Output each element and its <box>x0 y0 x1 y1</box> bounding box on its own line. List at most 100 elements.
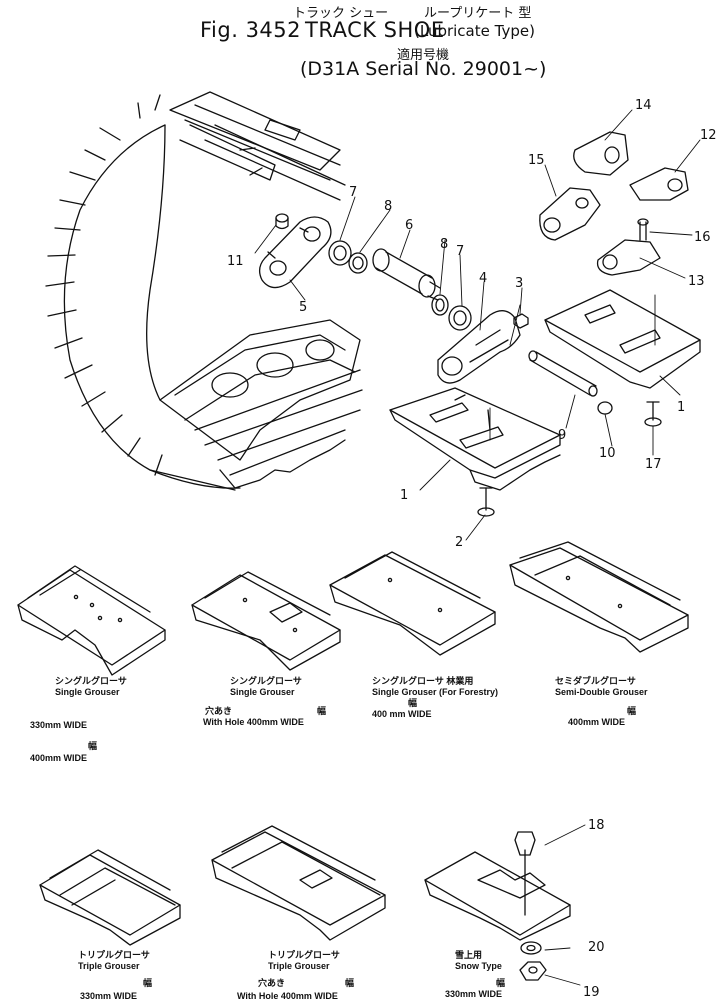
caption-width: 330mm WIDE <box>445 989 503 999</box>
callout-6: 6 <box>405 218 414 233</box>
callout-1-center: 1 <box>400 488 409 503</box>
part-9-pin <box>528 350 598 397</box>
callout-15: 15 <box>528 153 545 168</box>
caption-triple: トリプルグローサ Triple Grouser <box>78 950 150 972</box>
callout-7-left: 7 <box>349 185 358 200</box>
caption-semi-double: セミダブルグローサ Semi-Double Grouser <box>555 676 648 698</box>
callout-8-left: 8 <box>384 199 393 214</box>
shoe-triple-grouser <box>39 849 181 946</box>
caption-jp: 雪上用 <box>455 950 483 960</box>
caption-en: Single Grouser <box>230 687 295 697</box>
caption-width-jp: 幅 <box>627 706 637 716</box>
callout-14: 14 <box>635 98 652 113</box>
callout-13: 13 <box>688 274 705 289</box>
part-8-ring-left <box>348 252 368 274</box>
applicable-serial: (D31A Serial No. 29001~) <box>300 58 547 80</box>
callout-16: 16 <box>694 230 711 245</box>
callout-7-right: 7 <box>456 244 465 259</box>
caption-width-jp: 幅 <box>143 978 153 988</box>
part-16-bolt <box>637 218 649 241</box>
caption-triple-hole: トリプルグローサ Triple Grouser <box>268 950 340 972</box>
callout-10: 10 <box>599 446 616 461</box>
callout-12: 12 <box>700 128 717 143</box>
caption-width: 400 mm WIDE <box>372 709 432 719</box>
shoe-single-grouser <box>17 565 166 676</box>
caption-en: Semi-Double Grouser <box>555 687 648 697</box>
part-1-shoe-center <box>389 387 561 491</box>
caption-hole-jp: 穴あき <box>205 706 233 716</box>
caption-single-grouser: シングルグローサ Single Grouser <box>55 676 127 698</box>
caption-single-grouser-hole: シングルグローサ Single Grouser <box>230 676 302 698</box>
caption-en: Triple Grouser <box>268 961 330 971</box>
callout-2: 2 <box>455 535 464 550</box>
title-jp: トラック シュー <box>293 6 389 21</box>
callout-4: 4 <box>479 271 488 286</box>
caption-width: With Hole 400mm WIDE <box>237 991 338 1001</box>
caption-en: Snow Type <box>455 961 502 971</box>
caption-jp: シングルグローサ <box>230 676 302 686</box>
callout-8-right: 8 <box>440 237 449 252</box>
shoe-triple-grouser-with-hole <box>211 825 386 941</box>
caption-width-jp: 幅 <box>317 706 327 716</box>
callout-20: 20 <box>588 940 605 955</box>
caption-width: 330mm WIDE <box>80 991 138 1001</box>
caption-width-jp: 幅 <box>408 698 418 708</box>
type-en: (Lubricate Type) <box>414 22 535 40</box>
caption-forestry: シングルグローサ 林業用 Single Grouser (For Forestr… <box>372 676 498 698</box>
caption-snow: 雪上用 Snow Type <box>455 950 502 972</box>
part-3-nut <box>513 313 529 329</box>
type-jp: ループリケート 型 <box>424 6 532 21</box>
callout-18: 18 <box>588 818 605 833</box>
part-13-master-link <box>596 239 661 276</box>
callout-1-right: 1 <box>677 400 686 415</box>
part-19-nut <box>519 961 547 981</box>
part-17-bolt <box>644 401 662 427</box>
part-4-link <box>437 310 521 384</box>
callout-19: 19 <box>583 985 600 1000</box>
caption-width-jp: 幅 <box>496 978 506 988</box>
part-15-master-link <box>539 187 601 241</box>
fig-number: Fig. 3452 <box>200 18 302 42</box>
part-6-bushing <box>372 248 441 301</box>
caption-en: Single Grouser <box>55 687 120 697</box>
caption-jp: セミダブルグローサ <box>555 676 636 686</box>
caption-width-400: 400mm WIDE <box>30 753 88 763</box>
caption-hole-jp: 穴あき <box>258 978 286 988</box>
part-8-ring-right <box>431 294 449 316</box>
part-12-master-link <box>629 167 689 201</box>
callout-11: 11 <box>227 254 244 269</box>
shoe-snow-type <box>424 851 571 941</box>
caption-jp: シングルグローサ <box>55 676 127 686</box>
part-2-bolt <box>477 487 495 517</box>
caption-width-330: 330mm WIDE <box>30 720 88 730</box>
part-14-master-link <box>573 131 629 176</box>
part-7-seal-right <box>448 305 472 331</box>
caption-width-jp: 幅 <box>88 741 98 751</box>
caption-jp: トリプルグローサ <box>268 950 340 960</box>
caption-width: With Hole 400mm WIDE <box>203 717 304 727</box>
applic-jp: 適用号機 <box>397 48 450 63</box>
shoe-semi-double-grouser <box>509 541 689 653</box>
shoe-single-grouser-with-hole <box>191 571 341 671</box>
caption-jp: トリプルグローサ <box>78 950 150 960</box>
caption-en: Triple Grouser <box>78 961 140 971</box>
part-20-washer <box>520 941 542 955</box>
part-18-bolt <box>514 831 536 916</box>
part-5-link <box>258 216 332 289</box>
part-1-shoe-right <box>544 289 701 389</box>
track-assembly <box>45 91 363 491</box>
part-7-seal-left <box>328 240 352 266</box>
caption-en: Single Grouser (For Forestry) <box>372 687 499 697</box>
caption-width: 400mm WIDE <box>568 717 626 727</box>
leader-lines <box>254 109 701 986</box>
callout-17: 17 <box>645 457 662 472</box>
shoe-single-grouser-forestry <box>329 551 496 656</box>
callout-3: 3 <box>515 276 524 291</box>
caption-width-jp: 幅 <box>345 978 355 988</box>
part-10-bushing <box>597 401 613 415</box>
caption-jp: シングルグローサ 林業用 <box>372 676 474 686</box>
callout-5: 5 <box>299 300 308 315</box>
part-11-pin <box>275 213 289 230</box>
page-title: TRACK SHOE <box>305 18 445 42</box>
